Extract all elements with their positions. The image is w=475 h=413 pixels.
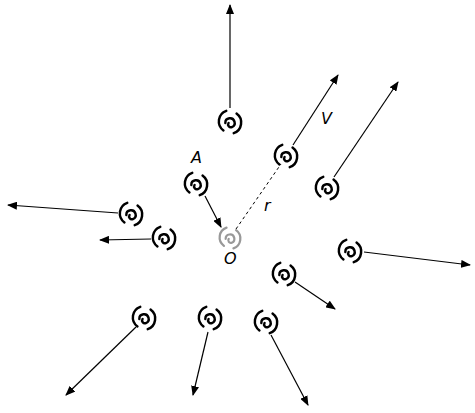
- point-label: V: [321, 111, 332, 127]
- point-label: O: [224, 251, 237, 267]
- point-label: A: [191, 150, 202, 166]
- point-label: r: [264, 198, 271, 214]
